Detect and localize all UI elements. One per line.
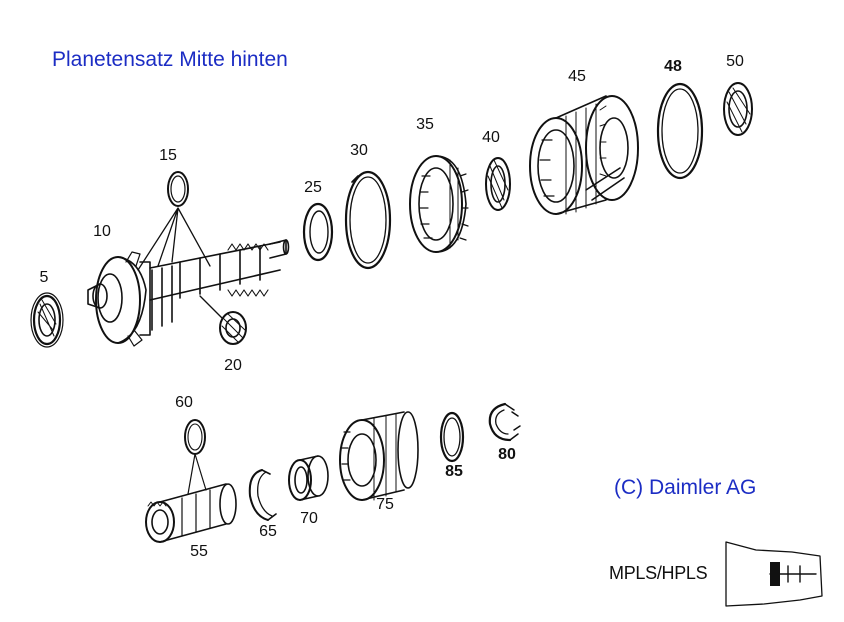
part-number-45: 45 [568, 68, 586, 85]
variant-label: MPLS/HPLS [609, 563, 708, 583]
part-number-20: 20 [224, 357, 242, 374]
diagram-title: Planetensatz Mitte hinten [52, 48, 288, 71]
part-number-40: 40 [482, 129, 500, 146]
part-number-15: 15 [159, 147, 177, 164]
part-10-shaft [87, 239, 290, 347]
part-65-ring [248, 469, 277, 521]
part-number-48: 48 [664, 58, 682, 75]
part-85-ring [439, 411, 465, 463]
part-48-ring [656, 82, 704, 180]
part-60-ring [184, 419, 207, 495]
part-80-circlip [488, 402, 521, 442]
part-number-35: 35 [416, 116, 434, 133]
part-35-ring-gear [409, 155, 469, 253]
part-number-65: 65 [259, 523, 277, 540]
leader-lines-15 [137, 207, 223, 319]
part-70-bushing [288, 455, 329, 501]
copyright-note: (C) Daimler AG [614, 476, 757, 499]
part-number-25: 25 [304, 179, 322, 196]
part-25-washer [302, 202, 334, 262]
part-20-bearing [219, 311, 247, 345]
part-30-ring [344, 170, 392, 270]
part-number-10: 10 [93, 223, 111, 240]
part-5-bearing [30, 292, 64, 348]
part-45-drum [529, 95, 639, 215]
part-number-70: 70 [300, 510, 318, 527]
part-number-30: 30 [350, 142, 368, 159]
part-50-bearing [723, 82, 753, 136]
part-number-80: 80 [498, 446, 516, 463]
part-number-5: 5 [39, 269, 49, 286]
part-40-bearing [485, 157, 511, 211]
part-number-50: 50 [726, 53, 744, 70]
part-55-shaft [145, 483, 237, 543]
part-15-ring [167, 171, 189, 207]
part-number-85: 85 [445, 463, 463, 480]
part-number-75: 75 [376, 496, 394, 513]
part-number-60: 60 [175, 394, 193, 411]
part-75-gear [339, 411, 419, 501]
part-number-55: 55 [190, 543, 208, 560]
transmission-outline-icon [725, 541, 823, 607]
